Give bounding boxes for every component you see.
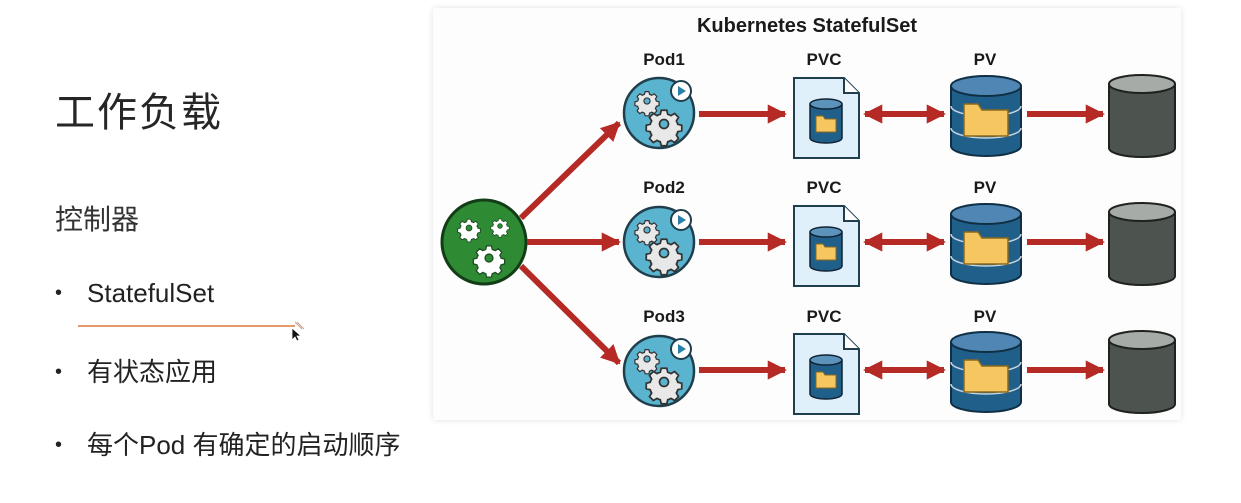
row-1: Pod1 PVC PV bbox=[624, 50, 1176, 159]
pod-label: Pod3 bbox=[643, 307, 685, 326]
annotation-underline bbox=[78, 325, 295, 327]
slide-subtitle: 控制器 bbox=[55, 203, 140, 236]
pvc-label: PVC bbox=[807, 307, 842, 326]
pod-label: Pod2 bbox=[643, 178, 685, 197]
pvc-icon bbox=[793, 77, 860, 159]
pv-database-icon bbox=[950, 203, 1022, 285]
slide-title: 工作负载 bbox=[55, 90, 223, 136]
bullet-text: StatefulSet bbox=[87, 278, 215, 308]
arrow-controller-pod1 bbox=[518, 120, 622, 221]
pvc-label: PVC bbox=[807, 50, 842, 69]
pv-label: PV bbox=[974, 178, 997, 197]
disk-icon bbox=[1108, 202, 1176, 286]
bullet-dot: • bbox=[55, 361, 63, 383]
pv-label: PV bbox=[974, 50, 997, 69]
disk-icon bbox=[1108, 330, 1176, 414]
bullet-text: 每个Pod 有确定的启动顺序 bbox=[87, 430, 401, 460]
mouse-cursor-icon bbox=[291, 321, 305, 342]
statefulset-diagram: Kubernetes StatefulSet Pod1 PVC PV Pod2 … bbox=[433, 8, 1181, 420]
row-3: Pod3 PVC PV bbox=[624, 307, 1176, 415]
pvc-label: PVC bbox=[807, 178, 842, 197]
diagram-title: Kubernetes StatefulSet bbox=[697, 15, 917, 37]
bullet-dot: • bbox=[55, 434, 63, 456]
arrow-controller-pod3 bbox=[518, 263, 622, 366]
pod-icon bbox=[624, 78, 694, 148]
pod-label: Pod1 bbox=[643, 50, 685, 69]
pv-database-icon bbox=[950, 331, 1022, 413]
pvc-icon bbox=[793, 205, 860, 287]
disk-icon bbox=[1108, 74, 1176, 158]
bullet-item: • 每个Pod 有确定的启动顺序 bbox=[55, 425, 401, 462]
bullet-text: 有状态应用 bbox=[87, 357, 218, 387]
bullet-item: • StatefulSet bbox=[55, 278, 214, 309]
controller-gears-icon bbox=[440, 198, 528, 286]
pod-icon bbox=[624, 336, 694, 406]
bullet-item: • 有状态应用 bbox=[55, 352, 217, 389]
pv-label: PV bbox=[974, 307, 997, 326]
pvc-icon bbox=[793, 333, 860, 415]
bullet-dot: • bbox=[55, 282, 63, 304]
pod-icon bbox=[624, 207, 694, 277]
row-2: Pod2 PVC PV bbox=[624, 178, 1176, 287]
pv-database-icon bbox=[950, 75, 1022, 157]
